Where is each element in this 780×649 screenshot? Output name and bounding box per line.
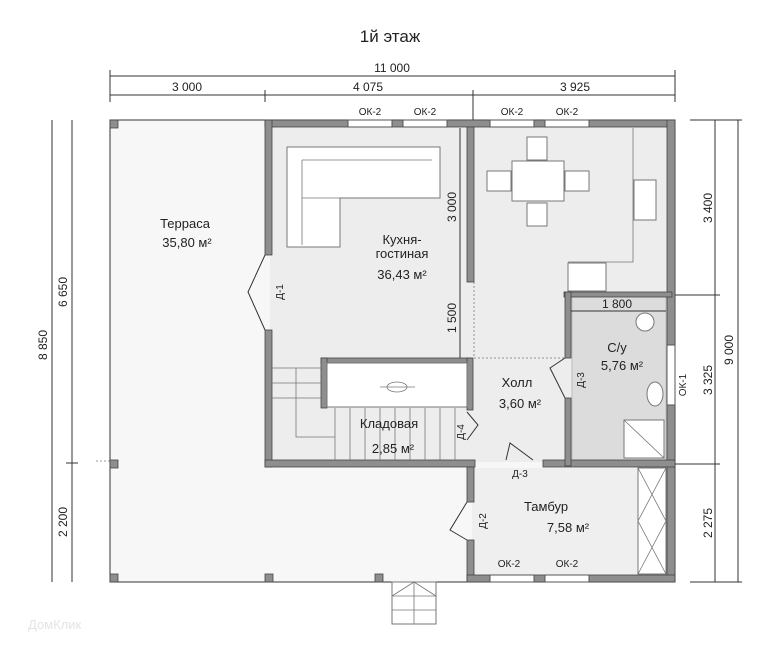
dim-segment: 4 075 — [353, 80, 383, 94]
washbasin — [646, 381, 664, 407]
window-label-ok2: ОК-2 — [498, 559, 521, 570]
room-area-bathroom: 5,76 м² — [601, 358, 644, 373]
room-area-vestibule: 7,58 м² — [547, 520, 590, 535]
door-label-d4: Д-4 — [456, 424, 467, 440]
room-name-terrace: Терраса — [160, 216, 211, 231]
door-label-d1: Д-1 — [275, 284, 286, 300]
dim-left-total: 8 850 — [36, 330, 50, 360]
room-area-terrace: 35,80 м² — [162, 235, 212, 250]
window-label-ok2: ОК-2 — [359, 107, 382, 118]
room-area-kitchen-living: 36,43 м² — [377, 267, 427, 282]
dim-right-segment: 2 275 — [701, 508, 715, 538]
dim-segment: 3 925 — [560, 80, 590, 94]
doors: Д-1 Д-2 Д-3 Д-3 Д-4 — [247, 254, 587, 541]
wardrobe — [637, 467, 667, 575]
dim-right-total: 9 000 — [722, 335, 736, 365]
chair — [564, 170, 590, 192]
room-name-kitchen-living: Кухня- — [382, 232, 421, 247]
dim-left-upper: 6 650 — [56, 277, 70, 307]
window-label-ok2: ОК-2 — [556, 559, 579, 570]
left-dimensions: 8 850 6 650 2 200 — [36, 120, 110, 582]
door-label-d3: Д-3 — [512, 469, 528, 480]
right-dimensions: 3 400 3 325 2 275 9 000 ОК-1 — [668, 119, 742, 583]
room-area-storage: 2,85 м² — [372, 441, 415, 456]
dim-left-lower: 2 200 — [56, 507, 70, 537]
window-label-ok1: ОК-1 — [678, 373, 689, 396]
room-name-hall: Холл — [502, 375, 533, 390]
inner-dimensions: 3 000 1 500 1 800 — [445, 128, 666, 359]
plan-title: 1й этаж — [360, 27, 421, 46]
room-name-storage: Кладовая — [360, 416, 418, 431]
top-dimensions: 11 000 3 000 4 075 3 925 — [109, 61, 676, 130]
dim-inner-upper: 3 000 — [445, 192, 459, 222]
chair — [526, 136, 548, 161]
window-label-ok2: ОК-2 — [414, 107, 437, 118]
dim-bathroom-width: 1 800 — [602, 297, 632, 311]
dim-right-segment: 3 325 — [701, 365, 715, 395]
dim-segment: 3 000 — [172, 80, 202, 94]
dim-right-segment: 3 400 — [701, 193, 715, 223]
room-name-vestibule: Тамбур — [524, 499, 568, 514]
furniture — [272, 128, 667, 625]
watermark: ДомКлик — [28, 617, 82, 632]
window-label-ok2: ОК-2 — [556, 107, 579, 118]
room-area-hall: 3,60 м² — [499, 396, 542, 411]
door-label-d2: Д-2 — [478, 513, 489, 529]
room-labels: Терраса 35,80 м² Кухня- гостиная 36,43 м… — [160, 216, 644, 535]
stair-landing — [326, 362, 468, 408]
dining-table — [511, 160, 565, 202]
toilet — [635, 312, 655, 332]
window-label-ok2: ОК-2 — [501, 107, 524, 118]
staircase — [272, 367, 456, 460]
stove — [567, 262, 607, 292]
dim-inner-lower: 1 500 — [445, 303, 459, 333]
room-name-bathroom: С/у — [607, 340, 627, 355]
windows: ОК-2 ОК-2 ОК-2 ОК-2 ОК-2 ОК-2 — [347, 107, 676, 583]
chair — [486, 170, 512, 192]
chair — [526, 202, 548, 227]
dim-total-width: 11 000 — [374, 61, 410, 75]
door-label-d3: Д-3 — [576, 372, 587, 388]
room-name-kitchen-living-2: гостиная — [376, 246, 429, 261]
kitchen-sink — [633, 179, 657, 221]
